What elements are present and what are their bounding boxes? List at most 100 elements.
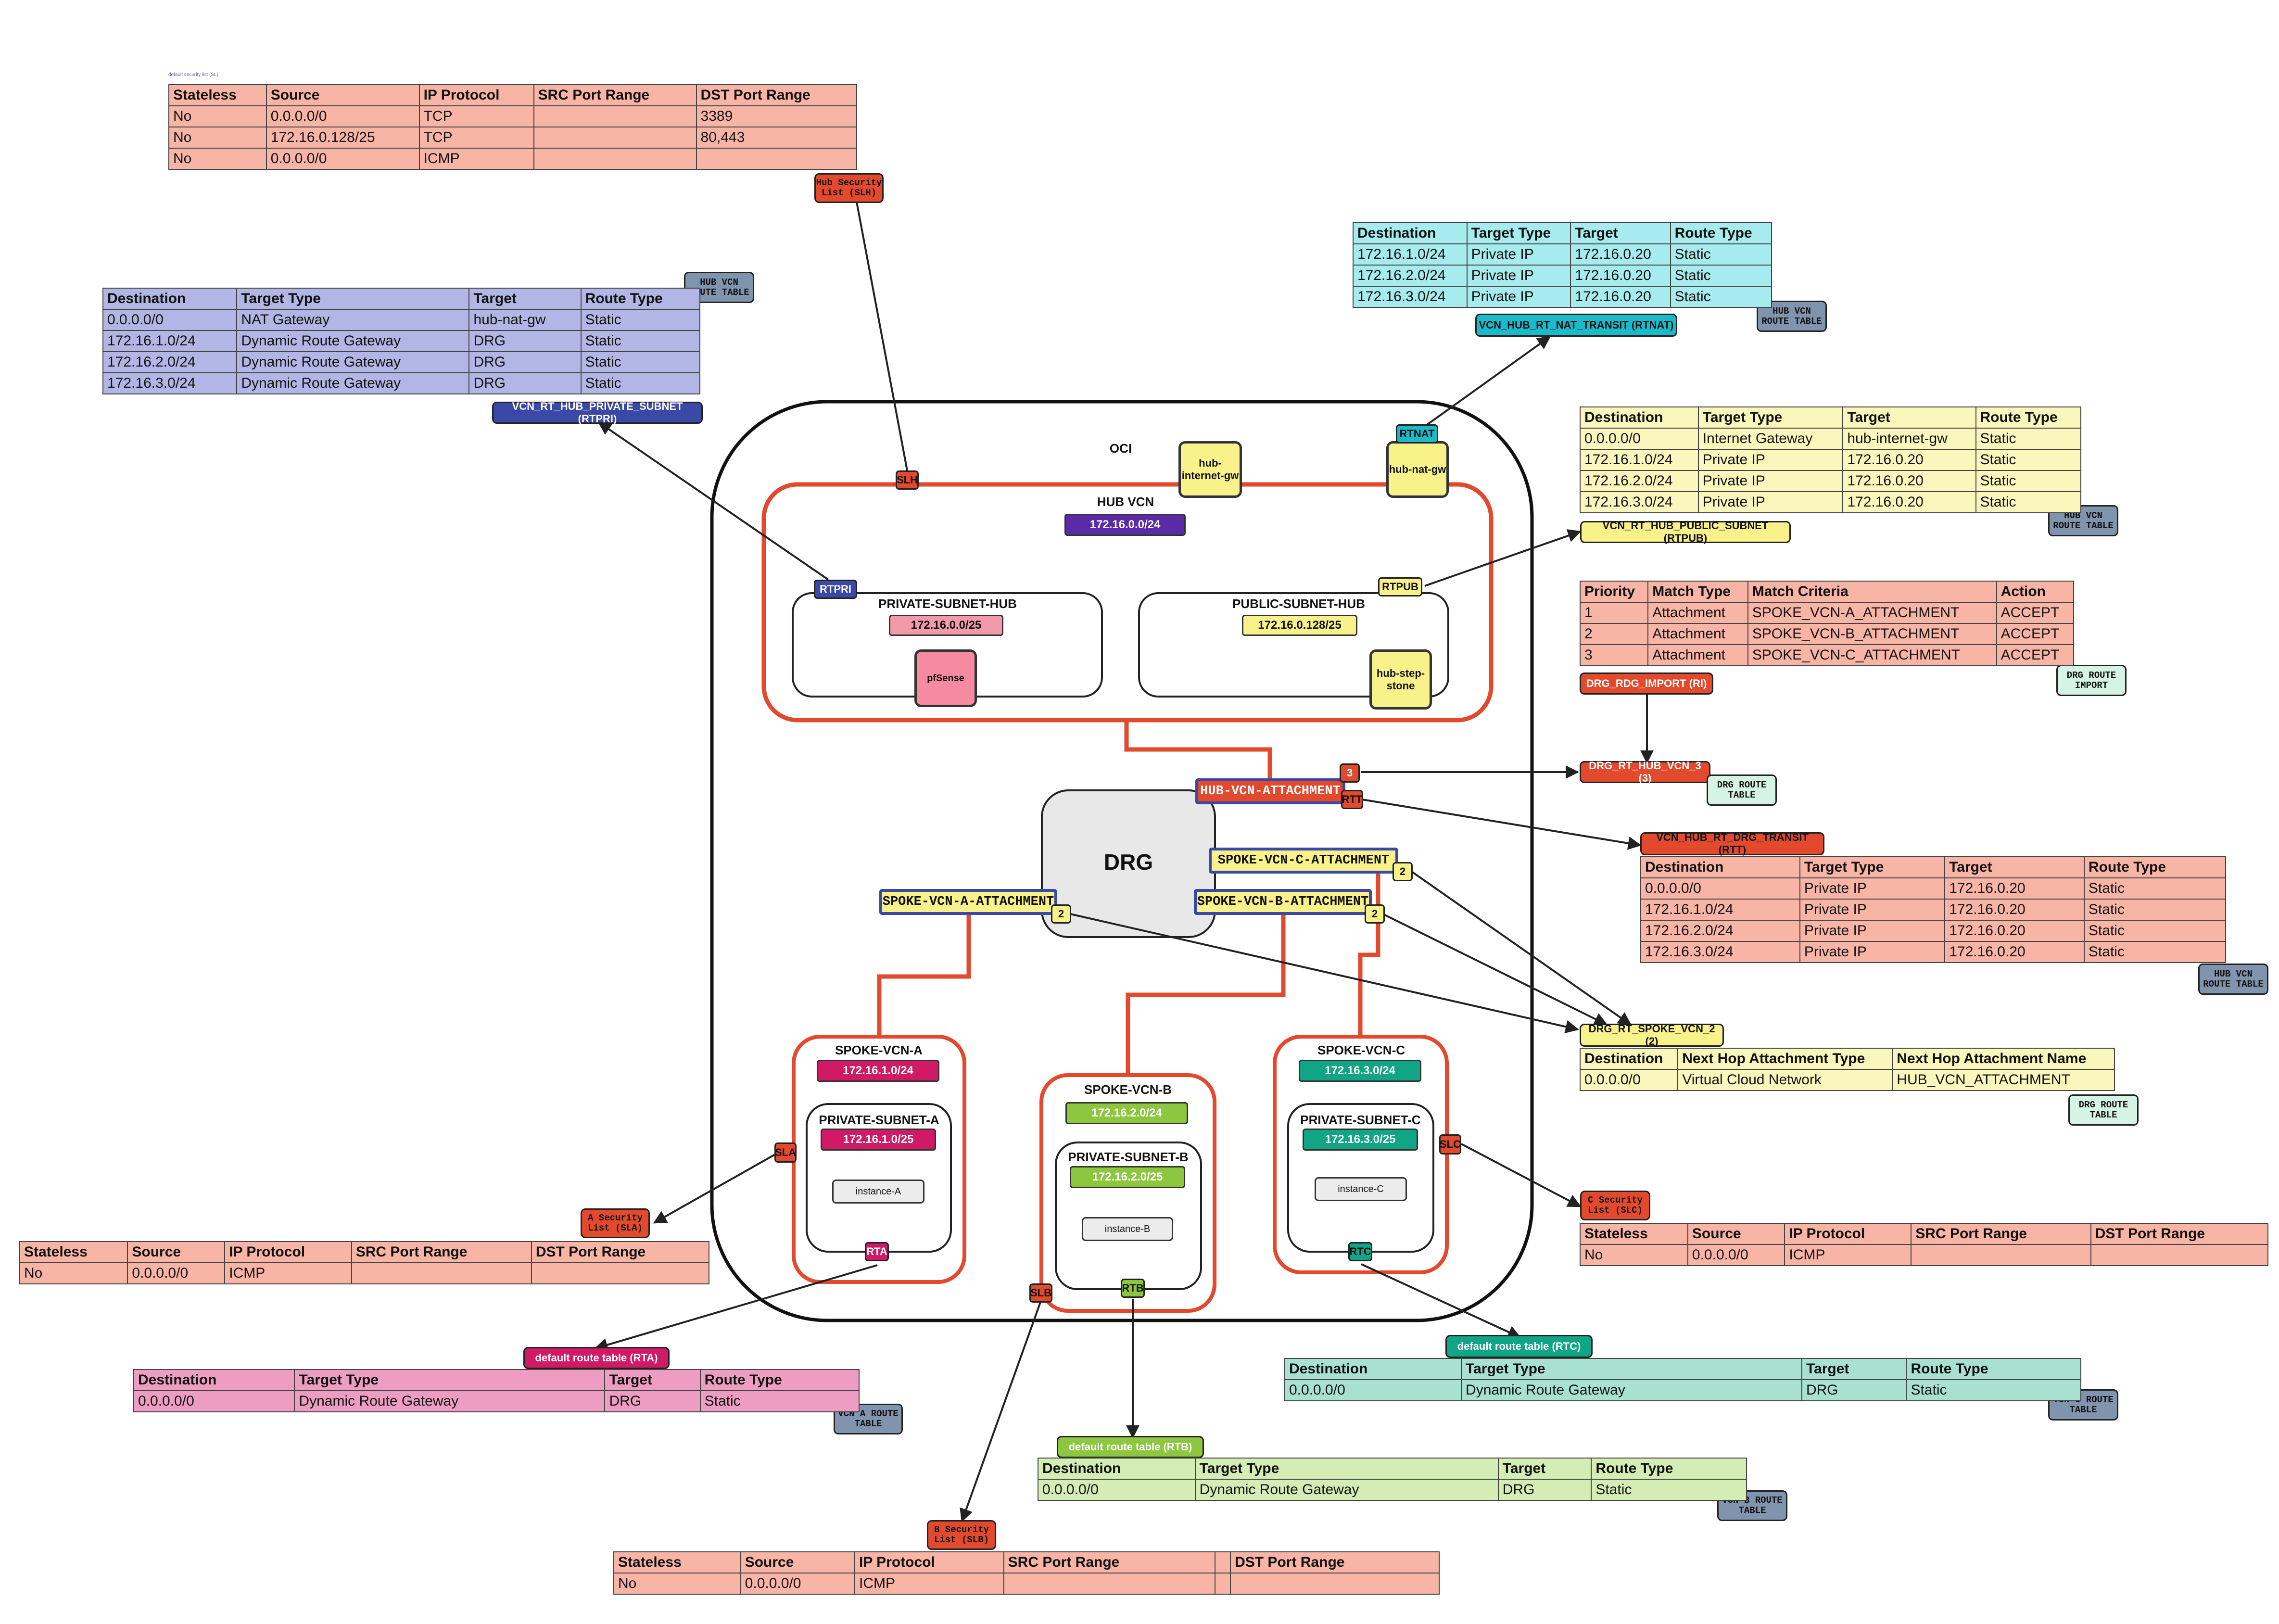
hub-step-stone-instance[interactable]: hub-step-stone	[1369, 649, 1432, 710]
spoke-vcn-b-cidr: 172.16.2.0/24	[1065, 1102, 1188, 1124]
tag-two-c[interactable]: 2	[1393, 862, 1413, 881]
table-cell: hub-nat-gw	[468, 309, 582, 331]
col-header: Target Type	[236, 288, 470, 310]
col-header: Source	[127, 1241, 226, 1263]
table-cell: 3389	[696, 105, 858, 127]
tag-rtpub[interactable]: RTPUB	[1378, 577, 1422, 596]
col-header: Target Type	[1697, 406, 1844, 429]
spoke-vcn-c-cidr: 172.16.3.0/24	[1299, 1060, 1421, 1082]
tag-rtt[interactable]: RTT	[1341, 790, 1363, 809]
table-cell: 0.0.0.0/0	[740, 1573, 856, 1595]
spoke-vcn-a-cidr: 172.16.1.0/24	[817, 1060, 939, 1082]
b-security-list-label[interactable]: B Security List (SLB)	[927, 1520, 996, 1550]
table-cell: 172.16.1.0/24	[1580, 449, 1699, 471]
col-header: Route Type	[699, 1369, 860, 1391]
rtt-table-label[interactable]: VCN_HUB_RT_DRG_TRANSIT (RTT)	[1640, 831, 1824, 856]
rtc-table-label[interactable]: default route table (RTC)	[1445, 1335, 1593, 1358]
instance-b[interactable]: instance-B	[1082, 1217, 1173, 1241]
instance-a[interactable]: instance-A	[832, 1180, 924, 1204]
drg-rt-spoke-label[interactable]: DRG_RT_SPOKE_VCN_2 (2)	[1580, 1023, 1724, 1047]
table-cell: 80,443	[696, 127, 858, 149]
table-cell: Static	[1670, 243, 1773, 266]
table-cell: Internet Gateway	[1697, 428, 1844, 450]
spoke-vcn-b-attachment[interactable]: SPOKE-VCN-B-ATTACHMENT	[1194, 889, 1372, 915]
instance-c[interactable]: instance-C	[1315, 1177, 1407, 1201]
table-cell: No	[19, 1262, 128, 1284]
table-cell: 0.0.0.0/0	[127, 1262, 226, 1284]
col-header: Target	[1801, 1358, 1907, 1380]
rdg-import-label[interactable]: DRG_RDG_IMPORT (RI)	[1580, 672, 1713, 695]
c-security-list-label[interactable]: C Security List (SLC)	[1580, 1191, 1650, 1220]
arrow-rtpub	[1424, 529, 1582, 587]
rta-table-label[interactable]: default route table (RTA)	[523, 1347, 670, 1369]
table-cell: TCP	[418, 105, 534, 127]
table-cell: Private IP	[1799, 920, 1946, 942]
tag-rtpri[interactable]: RTPRI	[814, 580, 857, 599]
col-header: Target Type	[1466, 222, 1571, 244]
tag-sla[interactable]: SLA	[774, 1142, 797, 1163]
col-header	[1215, 1551, 1231, 1573]
hub-to-attachment-link	[1124, 720, 1272, 784]
tag-rtc[interactable]: RTC	[1348, 1242, 1372, 1261]
tag-three[interactable]: 3	[1340, 763, 1360, 783]
rtnat-table-label[interactable]: VCN_HUB_RT_NAT_TRANSIT (RTNAT)	[1475, 314, 1677, 337]
table-cell: SPOKE_VCN-B_ATTACHMENT	[1747, 623, 1997, 645]
table-cell: Private IP	[1697, 491, 1844, 513]
drg-rt-hub-label[interactable]: DRG_RT_HUB_VCN_3 (3)	[1580, 760, 1710, 784]
table-cell: Static	[1670, 265, 1773, 287]
a-security-list-label[interactable]: A Security List (SLA)	[581, 1208, 650, 1238]
hub-security-list-label[interactable]: Hub Security List (SLH)	[814, 173, 884, 203]
col-header: IP Protocol	[224, 1241, 352, 1263]
table-cell: No	[613, 1573, 741, 1595]
tag-slh[interactable]: SLH	[896, 470, 919, 490]
tag-rtnat[interactable]: RTNAT	[1396, 424, 1438, 444]
slh-table: Stateless Source IP Protocol SRC Port Ra…	[168, 84, 858, 170]
table-cell: Dynamic Route Gateway	[1194, 1479, 1499, 1501]
table-cell: Static	[580, 330, 701, 352]
col-header: Destination	[133, 1369, 295, 1391]
col-header: Target	[468, 288, 582, 310]
rtb-table-label[interactable]: default route table (RTB)	[1057, 1436, 1204, 1458]
slc-table: Stateless Source IP Protocol SRC Port Ra…	[1580, 1223, 2269, 1266]
table-cell: 0.0.0.0/0	[102, 309, 238, 331]
table-cell: 172.16.0.128/25	[266, 127, 420, 149]
table-cell: Private IP	[1466, 243, 1571, 266]
table-cell: Static	[2083, 920, 2227, 942]
hub-nat-gw[interactable]: hub-nat-gw	[1386, 441, 1449, 498]
tag-slc[interactable]: SLC	[1439, 1134, 1461, 1155]
col-header: DST Port Range	[1230, 1551, 1440, 1573]
hub-internet-gw[interactable]: hub-internet-gw	[1178, 441, 1242, 498]
tag-slb[interactable]: SLB	[1029, 1283, 1052, 1303]
table-cell: NAT Gateway	[236, 309, 470, 331]
col-header: Route Type	[1670, 222, 1773, 244]
col-header: Target Type	[1799, 856, 1946, 878]
hub-vcn-attachment[interactable]: HUB-VCN-ATTACHMENT	[1195, 778, 1345, 804]
spoke-vcn-b-title: SPOKE-VCN-B	[1084, 1082, 1172, 1097]
table-cell: 172.16.1.0/24	[1640, 899, 1800, 921]
spoke-vcn-a-attachment[interactable]: SPOKE-VCN-A-ATTACHMENT	[879, 889, 1057, 915]
rtpub-table-label[interactable]: VCN_RT_HUB_PUBLIC_SUBNET (RTPUB)	[1580, 520, 1791, 544]
pfsense-instance[interactable]: pfSense	[914, 649, 977, 707]
col-header: IP Protocol	[418, 84, 534, 106]
hub-vcn-route-table-badge-4: HUB VCN ROUTE TABLE	[2198, 964, 2268, 995]
tag-rta[interactable]: RTA	[865, 1242, 889, 1261]
tag-two-b[interactable]: 2	[1365, 904, 1385, 924]
tag-rtb[interactable]: RTB	[1121, 1279, 1145, 1298]
table-cell	[1911, 1244, 2091, 1266]
tag-two-a[interactable]: 2	[1051, 904, 1071, 924]
table-cell: Dynamic Route Gateway	[294, 1390, 606, 1412]
arrow-slc	[1461, 1143, 1582, 1207]
rtpri-table-label[interactable]: VCN_RT_HUB_PRIVATE_SUBNET (RTPRI)	[492, 400, 703, 425]
table-cell: Private IP	[1799, 877, 1946, 900]
table-cell: Virtual Cloud Network	[1677, 1069, 1893, 1091]
table-cell: SPOKE_VCN-C_ATTACHMENT	[1747, 644, 1997, 666]
spoke-vcn-c-attachment[interactable]: SPOKE-VCN-C-ATTACHMENT	[1209, 848, 1398, 874]
col-header: Stateless	[168, 84, 267, 106]
drg-route-table-badge-1: DRG ROUTE TABLE	[1707, 774, 1777, 806]
table-cell: Dynamic Route Gateway	[236, 330, 470, 352]
table-cell: Private IP	[1697, 449, 1844, 471]
